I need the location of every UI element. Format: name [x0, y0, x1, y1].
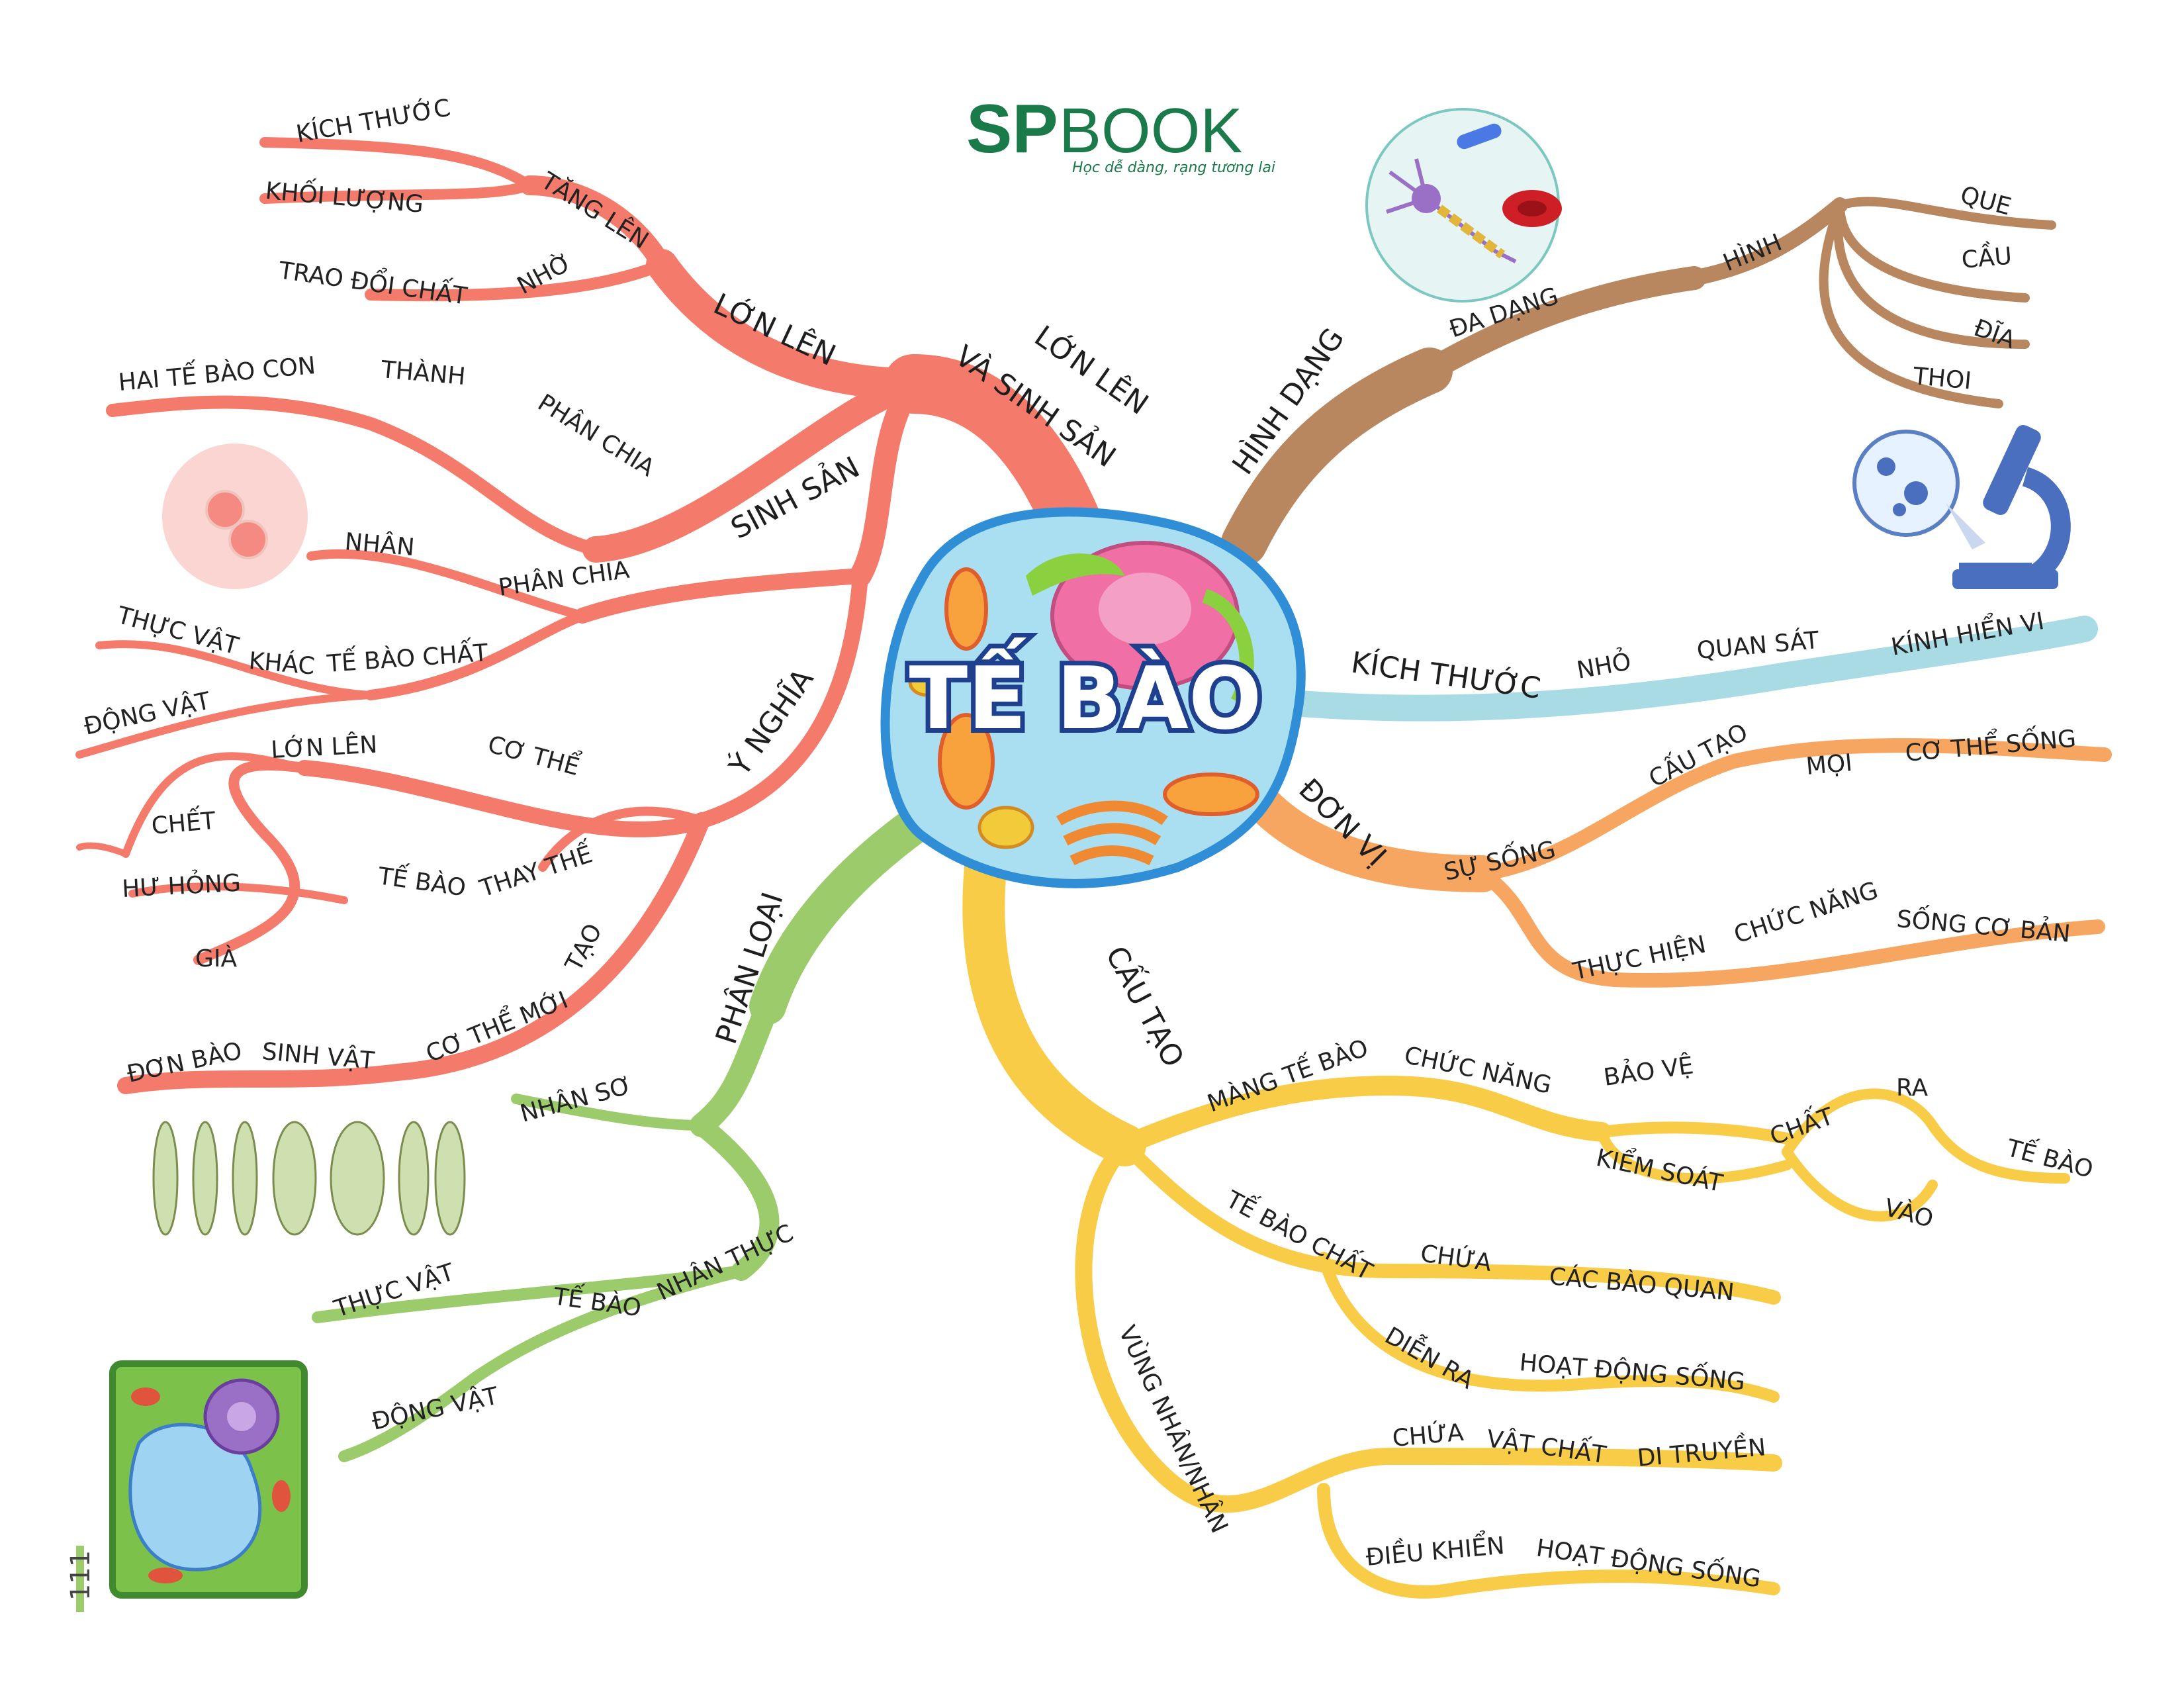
- dividing-cell-illustration: [162, 444, 308, 589]
- page-number: 111: [66, 1550, 96, 1601]
- classification-eukaryote: NHÂN THỰC: [653, 1219, 797, 1306]
- size-observe: QUAN SÁT: [1696, 626, 1821, 665]
- classification-animal: ĐỘNG VẬT: [369, 1382, 501, 1436]
- structure-membrane: MÀNG TẾ BÀO: [1203, 1031, 1372, 1117]
- plant-cell-illustration: [109, 1360, 308, 1599]
- growth-dead: CHẾT: [150, 804, 218, 840]
- structure-control: KIỂM SOÁT: [1594, 1141, 1726, 1197]
- growth-replace: THAY THẾ: [475, 837, 596, 903]
- growth-increase: TĂNG LÊN: [535, 166, 654, 255]
- growth-differ: KHÁC: [248, 647, 316, 680]
- spbook-logo: SP BOOK Học dễ dàng, rạng tương lai: [966, 91, 1275, 176]
- structure-contain2: CHỨA: [1391, 1418, 1465, 1452]
- shape-sphere: CẦU: [1960, 240, 2013, 274]
- branch-structure: [962, 839, 2070, 1599]
- growth-metabolism: TRAO ĐỔI CHẤT: [277, 253, 470, 310]
- golgi-shape: [1056, 800, 1168, 825]
- logo-book-text: BOOK: [1059, 95, 1242, 166]
- er-shape: [1026, 553, 1125, 596]
- branch-size: [1264, 616, 2098, 722]
- size-small: NHỎ: [1574, 645, 1633, 684]
- nucleolus-shape: [1099, 573, 1191, 645]
- logo-tagline: Học dễ dàng, rạng tương lai: [1072, 159, 1275, 176]
- growth-organism: SINH VẬT: [261, 1037, 376, 1075]
- microscope-illustration: [1852, 425, 2071, 589]
- growth-size: KÍCH THƯỚC: [294, 94, 453, 148]
- shape-spindle: THOI: [1911, 363, 1972, 395]
- structure-substance: CHẤT: [1765, 1100, 1838, 1150]
- growth-body: CƠ THỂ: [485, 727, 584, 781]
- cell-types-illustration: [1365, 108, 1562, 303]
- branch-classification: [312, 789, 958, 1462]
- center-title: TẾ BÀO: [909, 637, 1262, 749]
- growth-divide2: PHÂN CHIA: [496, 556, 631, 602]
- unit-living: CƠ THỂ SỐNG: [1904, 722, 2077, 767]
- unit-function: CHỨC NĂNG: [1730, 876, 1881, 949]
- growth-cell: TẾ BÀO: [376, 859, 468, 902]
- mitochondria-shape: [944, 567, 988, 651]
- growth-into: THÀNH: [379, 355, 467, 391]
- structure-organelles: CÁC BÀO QUAN: [1548, 1262, 1735, 1306]
- growth-meaning: Ý NGHĨA: [721, 662, 821, 782]
- growth-damaged: HƯ HỎNG: [121, 867, 242, 903]
- structure-protect: BẢO VỆ: [1602, 1049, 1695, 1092]
- structure-control2: ĐIỀU KHIỂN: [1365, 1528, 1506, 1571]
- growth-two-cells: HAI TẾ BÀO CON: [117, 349, 317, 397]
- growth-grow2: LỚN LÊN: [270, 731, 378, 764]
- logo-sp-text: SP: [966, 91, 1058, 167]
- center-cell: TẾ BÀO: [880, 507, 1306, 888]
- unit-all: MỌI: [1805, 749, 1853, 780]
- growth-divide1: PHÂN CHIA: [533, 389, 660, 482]
- euglena-division-illustration: [152, 1121, 466, 1236]
- branch-growth: [75, 137, 1102, 1094]
- page-marker: 111: [66, 1546, 96, 1612]
- structure-out: RA: [1896, 1074, 1929, 1102]
- shape-form: HÌNH: [1719, 228, 1786, 277]
- growth-old: GIÀ: [195, 945, 238, 972]
- branch-shape: [1221, 197, 2056, 566]
- structure-title: CẤU TẠO: [1099, 939, 1194, 1072]
- growth-nucleus: NHÂN: [343, 528, 416, 561]
- growth-create: TẠO: [560, 919, 608, 976]
- growth-mass: KHỐI LƯỢNG: [264, 174, 425, 218]
